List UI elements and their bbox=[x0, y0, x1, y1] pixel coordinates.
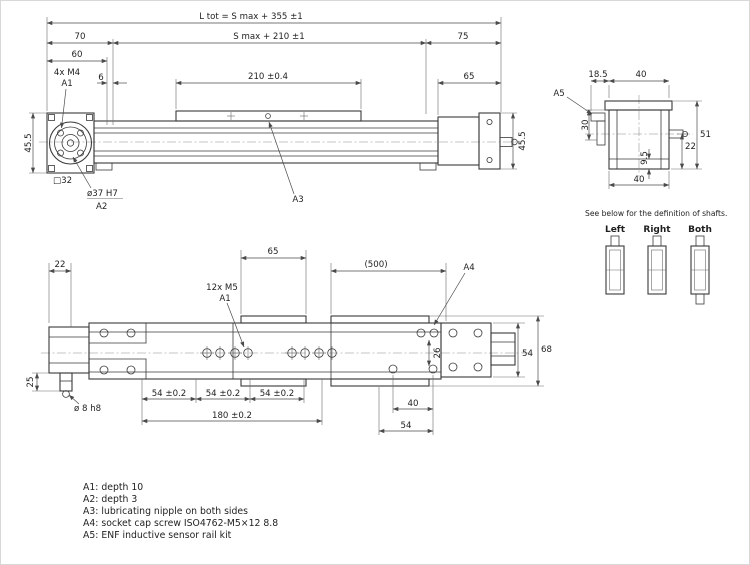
dim-total-length: L tot = S max + 355 ±1 bbox=[199, 12, 303, 22]
dim-shaft-8h8: ø 8 h8 bbox=[74, 404, 101, 414]
end-plate bbox=[478, 112, 501, 170]
end-cap bbox=[437, 116, 480, 166]
ref-a3: A3 bbox=[292, 195, 303, 205]
plan-view bbox=[41, 315, 533, 398]
bearing-outer bbox=[48, 121, 93, 165]
shaft-diagram-right bbox=[647, 235, 667, 295]
dim-210: 210 ±0.4 bbox=[248, 72, 288, 82]
lubricating-nipple bbox=[265, 113, 271, 119]
shaft-option-left-label: Left bbox=[605, 225, 626, 235]
dim-bore-37: ø37 H7 bbox=[87, 189, 118, 199]
end-view-body bbox=[608, 109, 670, 170]
legend-item-a1: A1: depth 10 bbox=[83, 482, 143, 493]
dim-60: 60 bbox=[72, 50, 83, 60]
plan-body bbox=[88, 322, 442, 380]
legend-item-a4: A4: socket cap screw ISO4762-M5×12 8.8 bbox=[83, 518, 278, 529]
left-end-block bbox=[48, 326, 90, 374]
dim-51: 51 bbox=[700, 130, 711, 140]
rail-tab-bottom bbox=[330, 378, 430, 387]
ref-a1: A1 bbox=[61, 79, 72, 89]
dim-65-plan: 65 bbox=[268, 247, 279, 257]
legend-item-a5: A5: ENF inductive sensor rail kit bbox=[83, 530, 232, 541]
carriage-tab-top bbox=[240, 315, 307, 324]
sensor-rail bbox=[590, 112, 606, 122]
flange-screw-hole bbox=[57, 129, 64, 137]
dim-25: 25 bbox=[26, 377, 36, 388]
flange-screw-hole bbox=[57, 149, 64, 157]
side-view bbox=[39, 110, 521, 174]
dim-54-3: 54 ±0.2 bbox=[260, 389, 295, 399]
legend-item-a2: A2: depth 3 bbox=[83, 494, 137, 505]
thread-note-12xm5: 12x M5 bbox=[206, 283, 238, 293]
plan-view-dimensions: 22 65 (500) A4 12x M5 A1 26 54 68 25 54 … bbox=[26, 247, 552, 435]
dim-9-5: 9.5 bbox=[640, 151, 650, 165]
dim-height-left: 45.5 bbox=[24, 133, 34, 152]
flange-screw-hole bbox=[77, 149, 84, 157]
dim-26: 26 bbox=[433, 348, 443, 359]
shaft-option-both-label: Both bbox=[688, 225, 712, 235]
dim-22-end: 22 bbox=[685, 142, 696, 152]
dim-22-plan: 22 bbox=[55, 260, 66, 270]
right-extension bbox=[490, 332, 516, 366]
dim-height-right: 45.5 bbox=[518, 131, 528, 150]
ref-a1-plan: A1 bbox=[219, 294, 230, 304]
shaft-diagram-both bbox=[690, 235, 710, 305]
dim-18-5: 18.5 bbox=[588, 70, 607, 80]
mounting-foot bbox=[95, 162, 113, 171]
mounting-holes bbox=[200, 346, 337, 360]
shaft-note: See below for the definition of shafts. bbox=[585, 209, 727, 218]
dim-75: 75 bbox=[458, 32, 469, 42]
dim-6: 6 bbox=[98, 73, 103, 83]
dim-68: 68 bbox=[541, 345, 552, 355]
rail-tab-top bbox=[330, 315, 430, 324]
sensor-rail-bracket bbox=[596, 120, 606, 146]
ref-a4: A4 bbox=[463, 263, 474, 273]
legend: A1: depth 10 A2: depth 3 A3: lubricating… bbox=[83, 482, 278, 541]
dim-70: 70 bbox=[75, 32, 86, 42]
dim-40-plan: 40 bbox=[408, 399, 419, 409]
side-view-dimensions: L tot = S max + 355 ±1 70 S max + 210 ±1… bbox=[24, 12, 528, 212]
flange-screw-hole bbox=[77, 129, 84, 137]
dim-40-top: 40 bbox=[636, 70, 647, 80]
dim-500: (500) bbox=[364, 260, 387, 270]
mounting-foot bbox=[419, 162, 437, 171]
end-view: 18.5 40 A5 30 51 22 9.5 40 bbox=[553, 70, 711, 189]
shaft-diagram-left bbox=[605, 235, 625, 295]
ref-a2: A2 bbox=[96, 202, 107, 212]
thread-note-4xm4: 4x M4 bbox=[54, 68, 80, 78]
dim-54-side: 54 bbox=[522, 349, 533, 359]
dim-54-bottom: 54 bbox=[401, 421, 412, 431]
carriage-tab-bottom bbox=[240, 378, 307, 387]
legend-item-a3: A3: lubricating nipple on both sides bbox=[83, 506, 248, 517]
dim-stroke: S max + 210 ±1 bbox=[233, 32, 304, 42]
dim-40-bottom: 40 bbox=[634, 175, 645, 185]
carriage bbox=[175, 110, 362, 122]
dim-54-1: 54 ±0.2 bbox=[152, 389, 187, 399]
dim-square-32: □32 bbox=[53, 176, 72, 186]
dim-30: 30 bbox=[581, 120, 591, 131]
carriage-top-plate bbox=[604, 100, 673, 111]
shaft-definitions: See below for the definition of shafts. … bbox=[585, 209, 727, 305]
dim-65: 65 bbox=[464, 72, 475, 82]
right-end-block bbox=[440, 322, 492, 378]
shaft-option-right-label: Right bbox=[643, 225, 671, 235]
dim-54-2: 54 ±0.2 bbox=[206, 389, 241, 399]
input-shaft bbox=[59, 372, 73, 392]
ref-a5: A5 bbox=[553, 89, 564, 99]
dim-180: 180 ±0.2 bbox=[212, 411, 252, 421]
